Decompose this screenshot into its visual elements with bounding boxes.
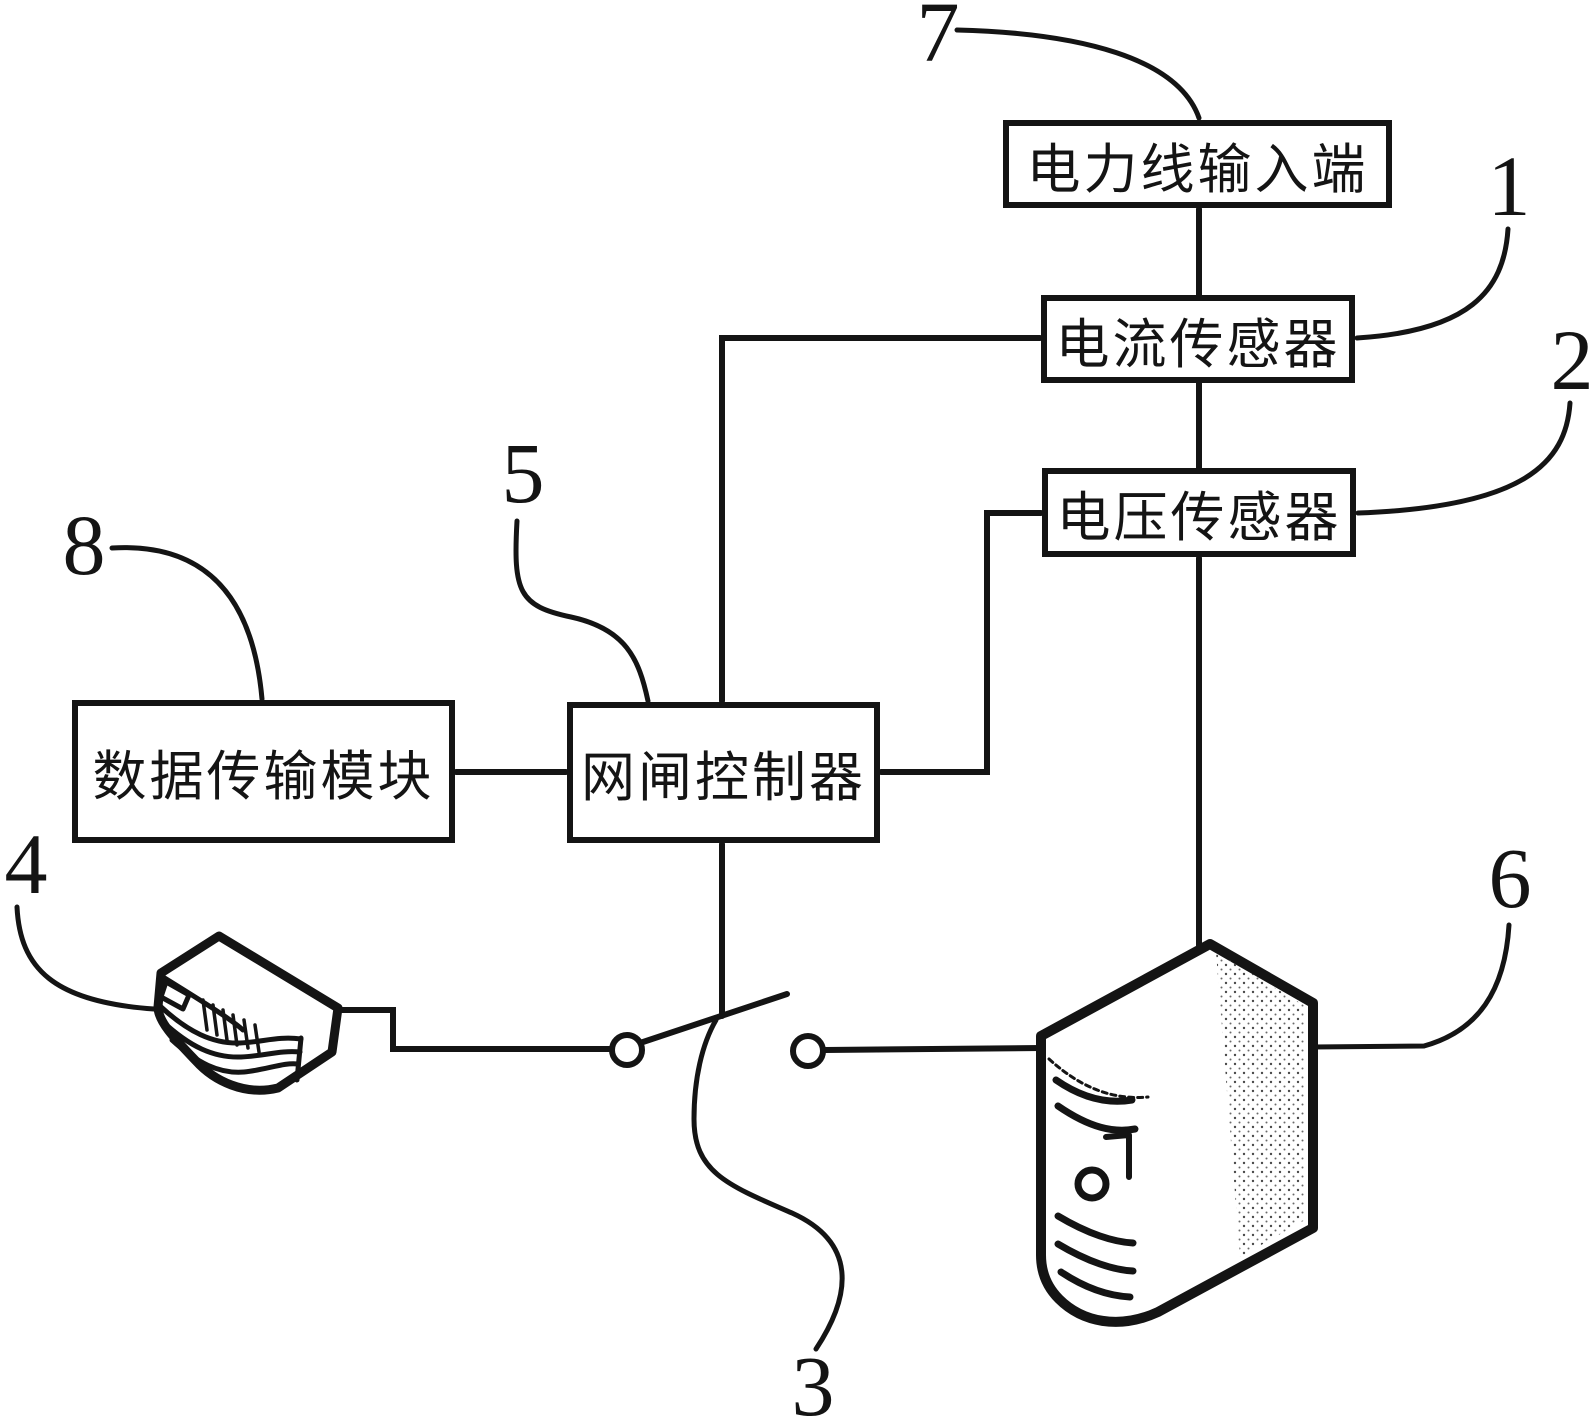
box-power-line-input: 电力线输入端 xyxy=(1003,120,1392,208)
ref-numeral-3: 3 xyxy=(791,1338,835,1421)
modem-front-stripe-1 xyxy=(157,1003,304,1046)
ref-numeral-4: 4 xyxy=(4,816,48,912)
ref-numeral-2: 2 xyxy=(1550,312,1594,408)
box-power-line-input-label: 电力线输入端 xyxy=(1026,139,1369,200)
box-data-transmission-module-label: 数据传输模块 xyxy=(92,747,435,807)
network-device-icon xyxy=(153,931,343,1095)
leader-line-7 xyxy=(954,27,1202,121)
ref-numeral-6: 6 xyxy=(1488,830,1532,926)
box-current-sensor: 电流传感器 xyxy=(1041,295,1355,383)
ref-numeral-5: 5 xyxy=(501,425,545,521)
box-voltage-sensor: 电压传感器 xyxy=(1042,468,1356,557)
leader-line-6 xyxy=(1309,922,1512,1050)
circuit-switch-icon xyxy=(609,991,826,1069)
tower-vent-2 xyxy=(1054,1240,1137,1275)
modem-port xyxy=(158,979,192,1012)
leader-line-3 xyxy=(691,1017,845,1352)
tower-bay-bracket xyxy=(1103,1132,1132,1180)
wire-voltage-sensor-to-controller xyxy=(878,510,1044,775)
box-data-transmission-module: 数据传输模块 xyxy=(72,700,455,843)
leader-line-1 xyxy=(1354,226,1511,341)
tower-bay-slot-2 xyxy=(1054,1102,1139,1134)
box-gateway-controller: 网闸控制器 xyxy=(567,702,880,843)
wire-modem-to-switch xyxy=(335,1007,613,1052)
computer-tower-icon xyxy=(1036,939,1318,1327)
ref-numeral-7: 7 xyxy=(916,0,960,80)
box-current-sensor-label: 电流传感器 xyxy=(1055,314,1341,375)
leader-line-8 xyxy=(109,545,265,702)
tower-vent-3 xyxy=(1057,1268,1134,1301)
switch-contact-right xyxy=(790,1033,826,1069)
leader-line-2 xyxy=(1355,400,1573,516)
ref-numeral-1: 1 xyxy=(1487,138,1531,234)
box-gateway-controller-label: 网闸控制器 xyxy=(581,748,866,808)
tower-power-button xyxy=(1074,1166,1110,1202)
leader-line-4 xyxy=(14,904,157,1012)
switch-contact-left xyxy=(609,1032,645,1068)
modem-front-stripe-2 xyxy=(159,1018,303,1060)
modem-body xyxy=(153,931,343,1095)
switch-arm xyxy=(637,991,790,1046)
tower-bay-slot-1 xyxy=(1052,1076,1136,1105)
tower-side-shading xyxy=(1216,952,1305,1257)
modem-front-stripe-3 xyxy=(169,1037,301,1075)
wire-current-sensor-to-controller xyxy=(719,335,1043,704)
tower-bay-hatch xyxy=(1047,1057,1150,1099)
wires-group xyxy=(14,27,1573,1352)
tower-vent-1 xyxy=(1054,1212,1137,1247)
modem-front-panel-edge xyxy=(294,1035,304,1083)
ref-numeral-8: 8 xyxy=(62,497,106,593)
wire-switch-to-tower xyxy=(822,1045,1045,1053)
box-voltage-sensor-label: 电压传感器 xyxy=(1056,488,1342,548)
leader-line-5 xyxy=(513,518,651,704)
modem-hatch-marks xyxy=(201,998,261,1054)
